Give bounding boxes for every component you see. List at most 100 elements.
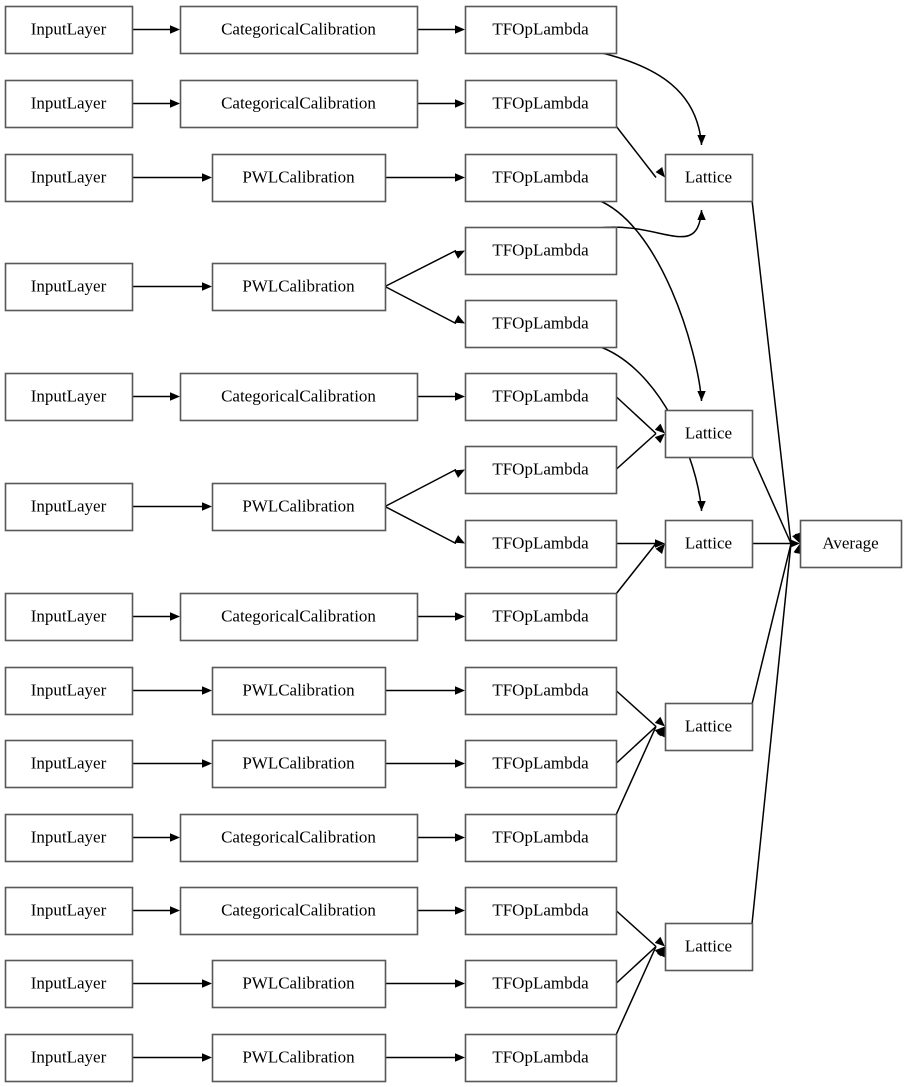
node-box[interactable] — [211, 153, 387, 203]
node-average-avg[interactable]: Average — [799, 519, 903, 569]
node-box[interactable] — [179, 79, 419, 129]
node-box[interactable] — [211, 739, 387, 789]
node-input-layer-in7[interactable]: InputLayer — [4, 592, 134, 642]
node-box[interactable] — [179, 5, 419, 55]
node-input-layer-in8[interactable]: InputLayer — [4, 666, 134, 716]
node-tfop-lambda-op13[interactable]: TFOpLambda — [464, 886, 618, 936]
node-pwlcalibration-cal4[interactable]: PWLCalibration — [211, 262, 387, 312]
node-tfop-lambda-op3[interactable]: TFOpLambda — [464, 153, 618, 203]
node-input-layer-in11[interactable]: InputLayer — [4, 886, 134, 936]
node-box[interactable] — [4, 886, 134, 936]
node-pwlcalibration-cal9[interactable]: PWLCalibration — [211, 739, 387, 789]
node-categorical-calibration-cal11[interactable]: CategoricalCalibration — [179, 886, 419, 936]
node-box[interactable] — [211, 959, 387, 1009]
node-box[interactable] — [211, 666, 387, 716]
node-box[interactable] — [211, 482, 387, 532]
node-box[interactable] — [4, 482, 134, 532]
node-input-layer-in3[interactable]: InputLayer — [4, 153, 134, 203]
node-box[interactable] — [464, 813, 618, 863]
arrowhead-icon — [170, 99, 180, 108]
node-input-layer-in1[interactable]: InputLayer — [4, 5, 134, 55]
node-box[interactable] — [464, 372, 618, 422]
node-lattice-lat5[interactable]: Lattice — [664, 922, 754, 972]
arrowhead-icon — [170, 612, 180, 621]
node-box[interactable] — [4, 372, 134, 422]
node-pwlcalibration-cal6[interactable]: PWLCalibration — [211, 482, 387, 532]
node-tfop-lambda-op15[interactable]: TFOpLambda — [464, 1033, 618, 1083]
node-categorical-calibration-cal7[interactable]: CategoricalCalibration — [179, 592, 419, 642]
node-categorical-calibration-cal5[interactable]: CategoricalCalibration — [179, 372, 419, 422]
node-box[interactable] — [664, 922, 754, 972]
node-tfop-lambda-op8[interactable]: TFOpLambda — [464, 519, 618, 569]
node-box[interactable] — [211, 262, 387, 312]
node-box[interactable] — [464, 666, 618, 716]
node-lattice-lat4[interactable]: Lattice — [664, 702, 754, 752]
node-box[interactable] — [211, 1033, 387, 1083]
node-box[interactable] — [464, 519, 618, 569]
node-input-layer-in9[interactable]: InputLayer — [4, 739, 134, 789]
node-box[interactable] — [464, 299, 618, 349]
node-box[interactable] — [464, 886, 618, 936]
node-input-layer-in10[interactable]: InputLayer — [4, 813, 134, 863]
node-input-layer-in2[interactable]: InputLayer — [4, 79, 134, 129]
node-tfop-lambda-op1[interactable]: TFOpLambda — [464, 5, 618, 55]
node-box[interactable] — [179, 592, 419, 642]
node-lattice-lat2[interactable]: Lattice — [664, 409, 754, 459]
node-input-layer-in6[interactable]: InputLayer — [4, 482, 134, 532]
node-tfop-lambda-op12[interactable]: TFOpLambda — [464, 813, 618, 863]
node-box[interactable] — [464, 592, 618, 642]
node-pwlcalibration-cal13[interactable]: PWLCalibration — [211, 1033, 387, 1083]
node-tfop-lambda-op4[interactable]: TFOpLambda — [464, 226, 618, 276]
node-box[interactable] — [4, 5, 134, 55]
node-box[interactable] — [464, 739, 618, 789]
node-box[interactable] — [464, 5, 618, 55]
node-box[interactable] — [464, 226, 618, 276]
node-box[interactable] — [179, 813, 419, 863]
node-tfop-lambda-op9[interactable]: TFOpLambda — [464, 592, 618, 642]
node-box[interactable] — [4, 153, 134, 203]
node-input-layer-in12[interactable]: InputLayer — [4, 959, 134, 1009]
node-box[interactable] — [664, 153, 754, 203]
node-pwlcalibration-cal12[interactable]: PWLCalibration — [211, 959, 387, 1009]
node-box[interactable] — [4, 1033, 134, 1083]
node-box[interactable] — [464, 1033, 618, 1083]
node-lattice-lat1[interactable]: Lattice — [664, 153, 754, 203]
node-tfop-lambda-op2[interactable]: TFOpLambda — [464, 79, 618, 129]
arrowhead-icon — [654, 433, 665, 444]
node-box[interactable] — [4, 79, 134, 129]
node-box[interactable] — [464, 79, 618, 129]
node-categorical-calibration-cal1[interactable]: CategoricalCalibration — [179, 5, 419, 55]
edge-op11-to-lat4 — [615, 725, 657, 765]
node-box[interactable] — [4, 592, 134, 642]
node-box[interactable] — [464, 959, 618, 1009]
node-box[interactable] — [4, 262, 134, 312]
node-tfop-lambda-op7[interactable]: TFOpLambda — [464, 445, 618, 495]
node-tfop-lambda-op14[interactable]: TFOpLambda — [464, 959, 618, 1009]
node-box[interactable] — [664, 409, 754, 459]
node-box[interactable] — [4, 739, 134, 789]
node-input-layer-in5[interactable]: InputLayer — [4, 372, 134, 422]
node-tfop-lambda-op10[interactable]: TFOpLambda — [464, 666, 618, 716]
node-label: InputLayer — [31, 973, 107, 992]
node-box[interactable] — [464, 153, 618, 203]
node-tfop-lambda-op5[interactable]: TFOpLambda — [464, 299, 618, 349]
node-tfop-lambda-op6[interactable]: TFOpLambda — [464, 372, 618, 422]
node-lattice-lat3[interactable]: Lattice — [664, 519, 754, 569]
node-categorical-calibration-cal2[interactable]: CategoricalCalibration — [179, 79, 419, 129]
edge-op2-to-lat1 — [615, 125, 657, 178]
node-box[interactable] — [799, 519, 903, 569]
node-box[interactable] — [4, 813, 134, 863]
node-box[interactable] — [4, 959, 134, 1009]
node-input-layer-in13[interactable]: InputLayer — [4, 1033, 134, 1083]
node-input-layer-in4[interactable]: InputLayer — [4, 262, 134, 312]
node-tfop-lambda-op11[interactable]: TFOpLambda — [464, 739, 618, 789]
node-box[interactable] — [664, 519, 754, 569]
node-box[interactable] — [179, 372, 419, 422]
node-box[interactable] — [4, 666, 134, 716]
node-box[interactable] — [664, 702, 754, 752]
node-box[interactable] — [179, 886, 419, 936]
node-pwlcalibration-cal8[interactable]: PWLCalibration — [211, 666, 387, 716]
node-box[interactable] — [464, 445, 618, 495]
node-categorical-calibration-cal10[interactable]: CategoricalCalibration — [179, 813, 419, 863]
node-pwlcalibration-cal3[interactable]: PWLCalibration — [211, 153, 387, 203]
